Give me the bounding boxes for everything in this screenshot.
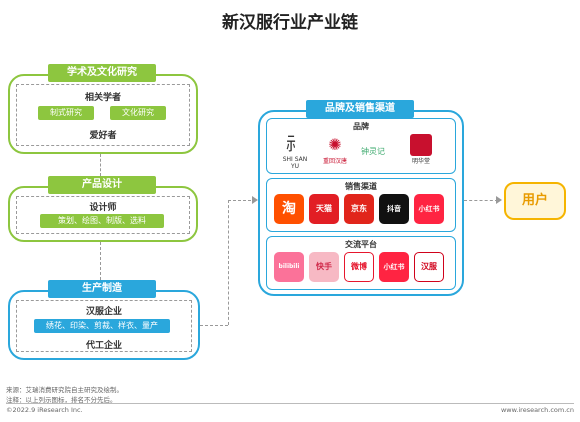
channels-header: 品牌及销售渠道	[306, 100, 414, 118]
brand-minghuatang: 明华堂	[404, 134, 438, 168]
source-note: 来源：艾瑞消费研究院自主研究及绘制。	[6, 386, 123, 394]
crane-logo-icon: ✺	[328, 135, 342, 154]
design-header: 产品设计	[48, 176, 156, 194]
academic-header: 学术及文化研究	[48, 64, 156, 82]
oem-enterprise-label: 代工企业	[85, 341, 122, 351]
connector-v1	[228, 200, 229, 325]
connector-h1	[200, 325, 228, 326]
xiaohongshu-icon: 小红书	[414, 194, 444, 224]
designer-label: 设计师	[89, 203, 117, 213]
connector-design-manufacture	[100, 242, 101, 280]
manufacture-header: 生产制造	[48, 280, 156, 298]
brands-title: 品牌	[353, 122, 369, 131]
connector-academic-design	[100, 154, 101, 176]
academic-inner	[16, 84, 190, 146]
kuaishou-icon: 快手	[309, 252, 339, 282]
sales-title: 销售渠道	[345, 182, 377, 191]
arrow-to-channels	[252, 196, 258, 204]
shisanyu-logo-icon: ⺬	[286, 134, 304, 155]
arrow-to-user	[496, 196, 502, 204]
production-process-chip: 绣花、印染、剪裁、样衣、量产	[34, 319, 170, 333]
culture-research-chip: 文化研究	[110, 106, 166, 120]
minghuatang-logo-icon	[410, 134, 432, 156]
hanfu-enterprise-label: 汉服企业	[85, 307, 122, 317]
tmall-icon: 天猫	[309, 194, 339, 224]
bilibili-icon: bilibili	[274, 252, 304, 282]
brand-zhonglingji-label: 钟灵记	[361, 147, 385, 156]
footer-divider	[6, 403, 574, 404]
enthusiasts-label: 爱好者	[89, 131, 117, 141]
hanfu-app-icon: 汉服	[414, 252, 444, 282]
design-inner	[16, 196, 190, 234]
jd-icon: 京东	[344, 194, 374, 224]
douyin-icon: 抖音	[379, 194, 409, 224]
brand-chonghuihantang-label: 重回汉唐	[322, 158, 347, 165]
connector-to-user	[464, 200, 498, 201]
brand-minghuatang-label: 明华堂	[411, 158, 430, 165]
xiaohongshu-social-icon: 小红书	[379, 252, 409, 282]
form-research-chip: 制式研究	[38, 106, 94, 120]
brand-shisanyu: ⺬ SHI SAN YU	[278, 134, 312, 170]
page-title: 新汉服行业产业链	[222, 13, 358, 33]
website: www.iresearch.com.cn	[500, 406, 574, 414]
taobao-icon: 淘	[274, 194, 304, 224]
brand-chonghuihantang: ✺ 重回汉唐	[318, 134, 352, 168]
connector-h2	[228, 200, 256, 201]
user-box: 用户	[504, 182, 566, 220]
design-process-chip: 策划、绘图、制版、选料	[40, 214, 164, 228]
scholars-label: 相关学者	[84, 93, 121, 103]
copyright: ©2022.9 iResearch Inc.	[6, 406, 83, 414]
weibo-icon: 微博	[344, 252, 374, 282]
brand-zhonglingji: 钟灵记	[356, 134, 390, 168]
icon-note: 注释：以上列示图标，排名不分先后。	[6, 396, 117, 404]
manufacture-inner	[16, 300, 192, 352]
brand-shisanyu-label: SHI SAN YU	[282, 156, 308, 170]
social-title: 交流平台	[345, 240, 377, 249]
